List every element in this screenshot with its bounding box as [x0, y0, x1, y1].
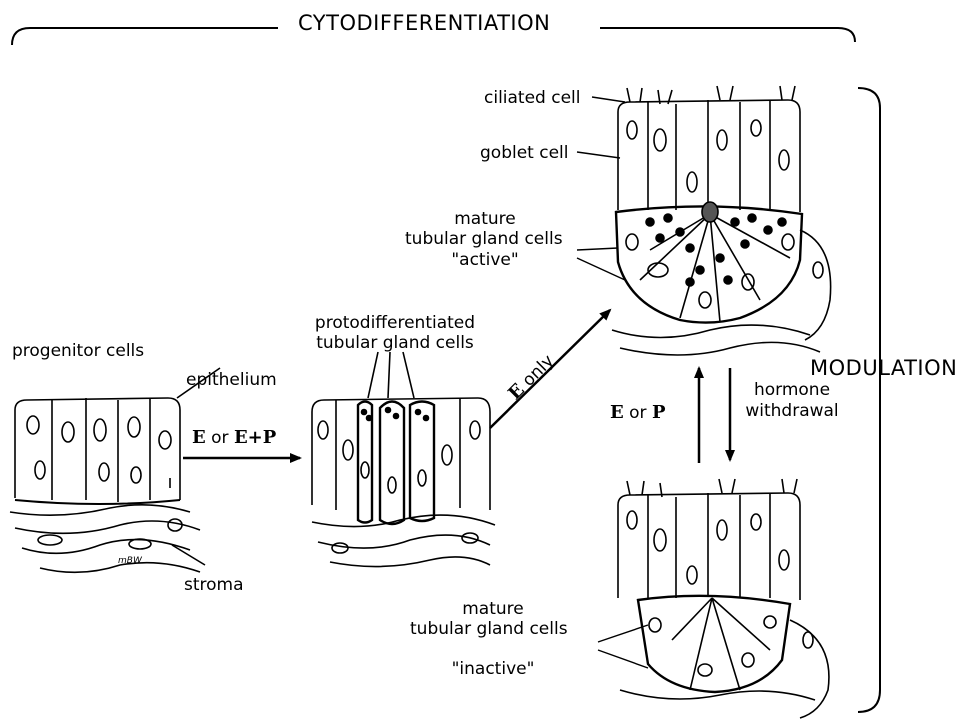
active-leader-lines	[577, 97, 648, 668]
modulation-label: MODULATION	[810, 358, 957, 378]
epithelium-label: epithelium	[186, 370, 277, 390]
e-or-p-label: E or P	[610, 403, 665, 423]
hormone-label: hormone	[744, 380, 840, 400]
or-word: or	[206, 428, 234, 448]
inactive-line3: "inactive"	[410, 659, 576, 679]
cytodifferentiation-title: CYTODIFFERENTIATION	[298, 13, 550, 33]
progenitor-tissue	[10, 368, 220, 572]
modulation-bracket	[858, 88, 880, 712]
active-line2: tubular gland cells	[405, 229, 563, 249]
withdrawal-label: withdrawal	[744, 401, 840, 421]
e-symbol: E	[192, 427, 206, 448]
proto-line2: tubular gland cells	[300, 333, 490, 353]
e-symbol-2: E	[610, 402, 624, 423]
artist-signature: mBW	[118, 551, 142, 571]
proto-line1: protodifferentiated	[300, 313, 490, 333]
ciliated-cell-label: ciliated cell	[484, 88, 581, 108]
inactive-tissue	[618, 479, 829, 718]
stroma-label: stroma	[184, 575, 244, 595]
proto-tissue	[312, 352, 495, 567]
inactive-line2: tubular gland cells	[410, 619, 568, 639]
active-line3: "active"	[405, 250, 565, 270]
active-line1: mature	[405, 209, 565, 229]
e-or-ep-label: E or E+P	[192, 428, 276, 448]
active-tissue	[612, 86, 831, 355]
p-symbol: P	[652, 402, 666, 423]
or-word-2: or	[624, 403, 652, 423]
goblet-cell-label: goblet cell	[480, 143, 569, 163]
inactive-line1: mature	[410, 599, 576, 619]
e-plus-p-symbol: E+P	[234, 427, 276, 448]
progenitor-cells-label: progenitor cells	[12, 341, 144, 361]
